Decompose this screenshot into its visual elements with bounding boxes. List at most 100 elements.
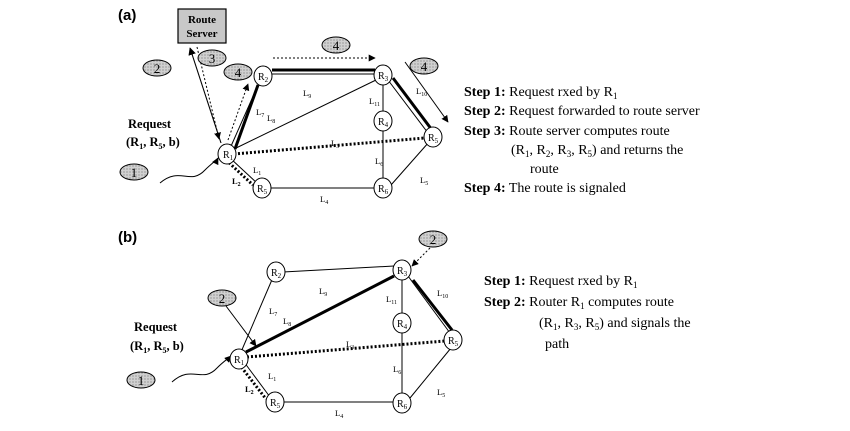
svg-text:R2: R2 (258, 72, 269, 84)
step-a-3-cont: route (530, 162, 559, 177)
panel-b-label: (b) (118, 229, 137, 246)
panel-a-arrows (159, 46, 449, 184)
bubble-b-step-2b: 2 (418, 230, 448, 248)
node-r4: R4 (373, 110, 393, 132)
node-b-r2: R2 (266, 261, 286, 283)
panel-a-step-bubbles: 1 2 3 4 4 4 (119, 36, 439, 181)
node-b-r4: R4 (392, 312, 412, 334)
signaled-path-r3-r5 (391, 77, 434, 131)
step-a-3-route: (R1, R2, R3, R5) and returns the (511, 143, 683, 159)
svg-text:R6: R6 (378, 184, 389, 196)
svg-text:R5: R5 (428, 133, 439, 145)
link-b-l2 (237, 363, 268, 400)
link-l1 (229, 157, 259, 185)
label-b-l6: L6 (393, 364, 401, 376)
label-b-l7: L7 (269, 306, 277, 318)
panel-a-label: (a) (118, 7, 136, 24)
bubble-step-1: 1 (119, 163, 149, 181)
label-b-l3: L3 (346, 339, 354, 351)
bubble-b-step-1: 1 (126, 371, 156, 389)
node-r2: R2 (253, 65, 273, 87)
link-l3 (233, 136, 426, 156)
bubble-step-3: 3 (197, 49, 227, 67)
label-l2: L2 (232, 176, 241, 188)
svg-text:4: 4 (421, 59, 428, 74)
request-b-label: Request (134, 320, 178, 334)
route-server-label-line2: Server (186, 28, 217, 40)
label-l4: L4 (320, 194, 328, 206)
step-b-2: Step 2: Router R1 computes route (484, 295, 674, 311)
label-l6: L6 (375, 156, 383, 168)
node-r5: R5 (423, 126, 443, 148)
link-b-l7 (240, 274, 275, 353)
svg-text:R5: R5 (448, 336, 459, 348)
svg-text:4: 4 (235, 65, 242, 80)
label-l10: L10 (416, 86, 427, 98)
label-b-l11: L11 (386, 294, 397, 306)
panel-b-nodes: R1 R2 R3 R4 R5 R6 R5 (229, 259, 463, 414)
label-b-l8: L8 (283, 316, 291, 328)
bubble-step-2: 2 (142, 59, 172, 77)
label-l5: L5 (420, 175, 428, 187)
label-b-l5: L5 (437, 387, 445, 399)
panel-b-steps: Step 1: Request rxed by R1 Step 2: Route… (484, 274, 691, 352)
link-b-l5 (409, 347, 452, 399)
step-b-2-route: (R1, R3, R5) and signals the (539, 316, 691, 332)
step-b-1: Step 1: Request rxed by R1 (484, 274, 637, 290)
label-l3: L3 (331, 138, 339, 150)
svg-text:2: 2 (154, 61, 161, 76)
route-server-box: Route Server (177, 8, 227, 44)
svg-text:R4: R4 (378, 117, 389, 129)
arrow-b-request-in (171, 355, 232, 383)
arrow-request-in (159, 157, 219, 184)
node-r6: R6 (373, 177, 393, 199)
svg-text:R4: R4 (397, 319, 408, 331)
link-b-l1 (243, 361, 271, 398)
panel-a-request: Request (R1, R5, b) (126, 117, 180, 151)
node-b-r5: R5 (443, 329, 463, 351)
svg-text:R2: R2 (271, 268, 282, 280)
label-b-l4: L4 (335, 408, 343, 420)
link-b-l3 (246, 339, 446, 359)
svg-text:R3: R3 (397, 266, 408, 278)
arrow-b-signal-end (411, 247, 431, 267)
panel-a-links (224, 68, 434, 189)
panel-b-request: Request (R1, R5, b) (130, 320, 184, 355)
step-a-3: Step 3: Route server computes route (464, 124, 670, 139)
panel-a-steps: Step 1: Request rxed by R1 Step 2: Reque… (464, 85, 700, 196)
panel-b-link-labels: L7 L8 L9 L10 L11 L3 L1 L2 L6 L5 L4 (245, 286, 448, 420)
arrow-b-signal-start (225, 305, 257, 347)
route-server-label-line1: Route (188, 14, 216, 26)
arrow-signal-r3-r5 (404, 61, 449, 123)
node-r1: R1 (217, 143, 237, 165)
request-label: Request (128, 117, 172, 131)
node-b-r1: R1 (229, 348, 249, 370)
label-l8: L8 (267, 113, 275, 125)
label-b-l10: L10 (437, 288, 448, 300)
signaled-path-b-r1-r3 (245, 274, 395, 354)
svg-text:R6: R6 (397, 399, 408, 411)
node-b-r6: R6 (392, 392, 412, 414)
panel-b-step-bubbles: 1 2 2 (126, 230, 448, 389)
request-b-params: (R1, R5, b) (130, 339, 184, 355)
svg-text:R5: R5 (270, 398, 281, 410)
label-l9: L9 (303, 88, 311, 100)
svg-text:R5: R5 (257, 184, 268, 196)
panel-b-arrows (171, 247, 431, 383)
node-r5-bottom: R5 (252, 177, 272, 199)
panel-b-links (237, 265, 454, 403)
arrow-request-to-server (188, 47, 222, 144)
svg-text:4: 4 (333, 38, 340, 53)
node-r3: R3 (373, 64, 393, 86)
step-a-2: Step 2: Request forwarded to route serve… (464, 104, 700, 119)
svg-text:R1: R1 (223, 150, 234, 162)
svg-text:1: 1 (138, 373, 145, 388)
svg-text:3: 3 (209, 51, 216, 66)
svg-text:R3: R3 (378, 71, 389, 83)
node-b-r3: R3 (392, 259, 412, 281)
panel-a-nodes: R1 R2 R3 R4 R5 R6 R5 (217, 64, 443, 199)
label-b-l1: L1 (268, 371, 276, 383)
link-l10 (387, 79, 429, 134)
label-l11: L11 (369, 96, 380, 108)
